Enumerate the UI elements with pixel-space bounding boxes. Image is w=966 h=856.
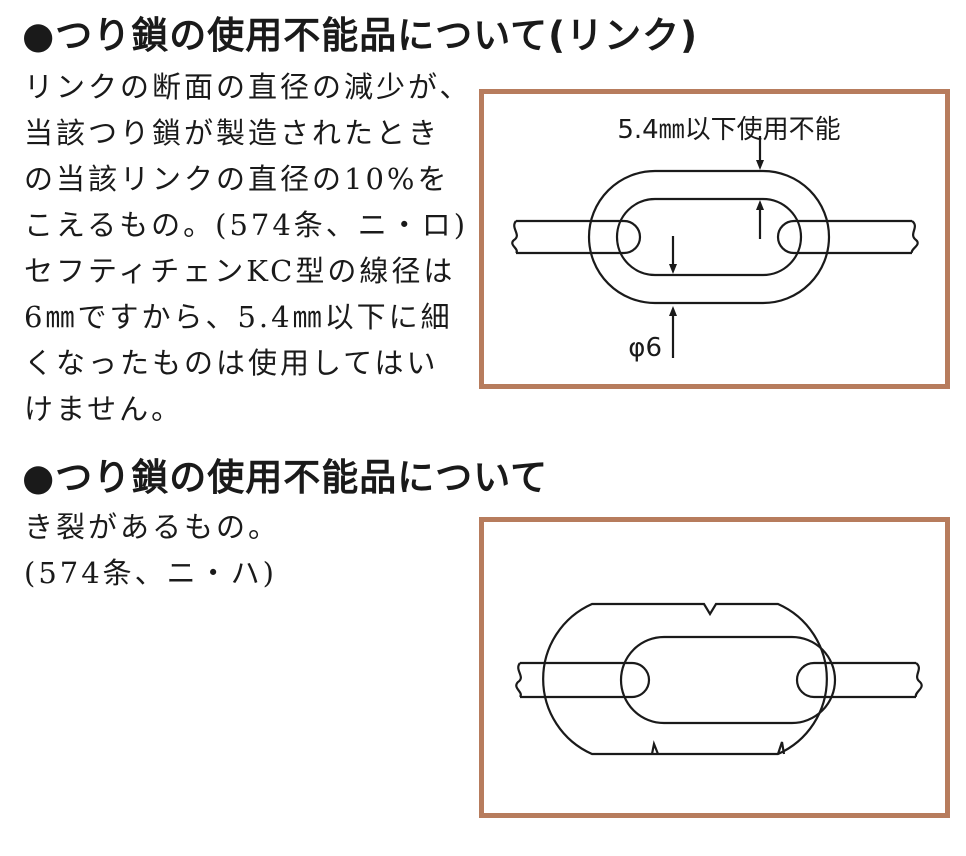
right-rod-end (914, 662, 923, 698)
label-phi6: φ6 (628, 333, 662, 363)
arrow-head (756, 160, 764, 170)
body-line: 当該つり鎖が製造されたとき (24, 116, 441, 150)
body-line: セフティチェンKC型の線径は (24, 254, 456, 288)
right-rod-end (910, 220, 919, 254)
section2-heading: ●つり鎖の使用不能品について (22, 456, 549, 499)
section1-body: リンクの断面の直径の減少が、 当該つり鎖が製造されたとき の当該リンクの直径の1… (24, 64, 471, 432)
link-inner-outline (615, 197, 803, 277)
cracked-link-drawing (515, 602, 923, 756)
crack-mark (776, 741, 786, 755)
arrow-head (669, 306, 677, 316)
link-outer-outline (587, 169, 831, 305)
body-line: リンクの断面の直径の減少が、 (24, 70, 472, 104)
right-rod (795, 661, 916, 699)
left-rod-end (511, 220, 518, 254)
left-rod (520, 661, 651, 699)
right-rod (776, 219, 912, 255)
body-line: き裂があるもの。 (24, 510, 281, 544)
body-line: こえるもの。(574条、ニ・ロ) (24, 208, 469, 242)
link-outer-outline (542, 602, 828, 756)
section2-body: き裂があるもの。 (574条、ニ・ハ) (24, 504, 280, 596)
body-line: (574条、ニ・ハ) (24, 556, 277, 590)
body-line: けません。 (24, 392, 184, 426)
body-line: 6㎜ですから、5.4㎜以下に細 (24, 300, 453, 334)
worn-link-figure: 5.4㎜以下使用不能 φ6 (479, 89, 950, 389)
arrow-head (756, 200, 764, 210)
link-inner-outline (619, 635, 837, 725)
arrow-head (669, 264, 677, 274)
body-line: の当該リンクの直径の10%を (24, 162, 450, 196)
left-rod-end (515, 662, 522, 698)
crack-mark (650, 740, 660, 755)
label-5-4mm: 5.4㎜以下使用不能 (617, 115, 840, 145)
body-line: くなったものは使用してはい (24, 346, 439, 380)
cracked-link-figure (479, 517, 950, 818)
section1-heading: ●つり鎖の使用不能品について(リンク) (22, 14, 698, 57)
worn-link-drawing: 5.4㎜以下使用不能 φ6 (511, 115, 919, 363)
left-rod (516, 219, 642, 255)
